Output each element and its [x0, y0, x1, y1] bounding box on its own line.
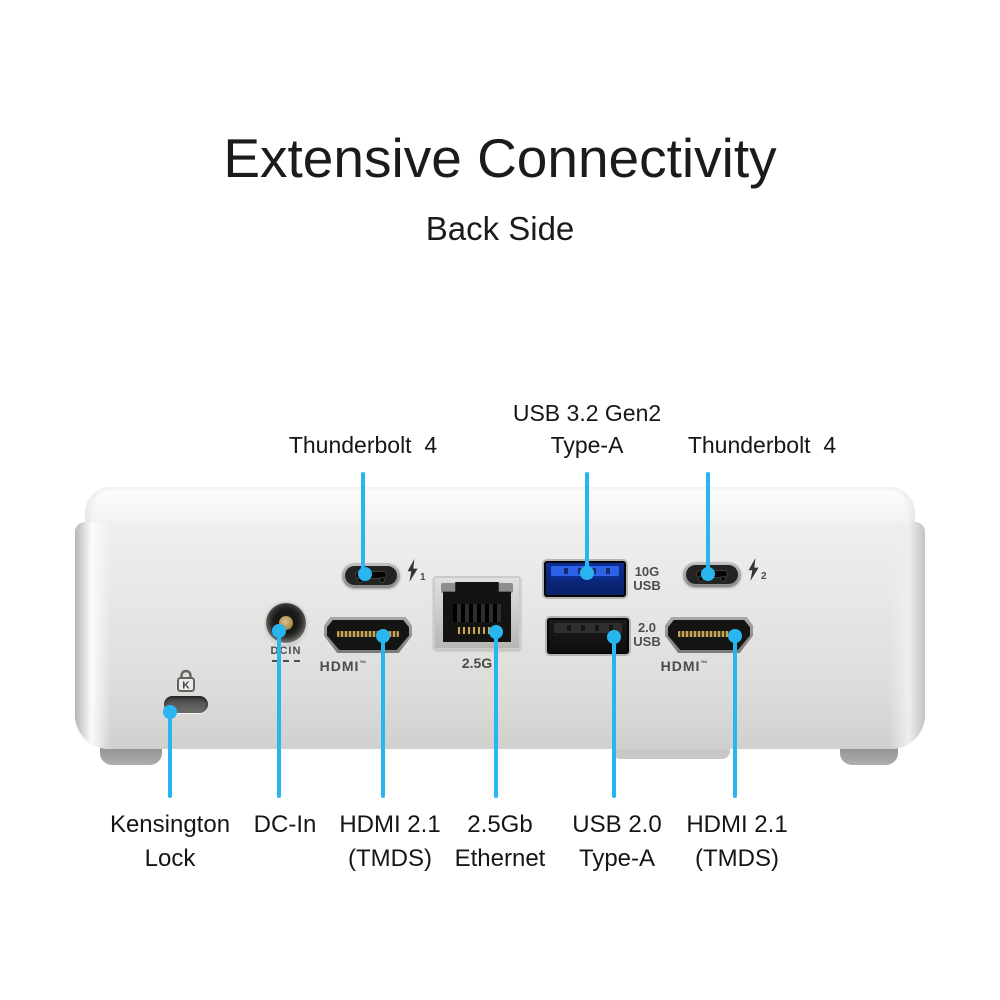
- leader-line-usb20: [612, 636, 616, 798]
- thunderbolt-index-1: 1: [420, 572, 426, 583]
- callout-usb-20: USB 2.0 Type-A: [572, 811, 662, 872]
- thunderbolt-port-2-screw-left: [699, 577, 703, 581]
- leader-line-dc-in: [277, 630, 281, 798]
- hdmi-port-left-opening: [327, 620, 409, 650]
- lightning-bolt-icon: [407, 559, 418, 582]
- ethernet-led-right: [498, 583, 513, 593]
- callout-ethernet: 2.5Gb Ethernet: [454, 811, 546, 872]
- ethernet-jack-opening: [443, 582, 511, 642]
- mini-pc-rear-panel: K DCIN HDMI™ 2.5G: [75, 522, 925, 749]
- kensington-lock-icon: K: [177, 669, 195, 692]
- usb-10g-label-line1: 10G: [634, 564, 660, 579]
- thunderbolt-port-2-screw-right: [721, 577, 725, 581]
- thunderbolt-icon-1: 1: [406, 559, 426, 583]
- hdmi-tm-right: ™: [700, 660, 708, 668]
- callout-hdmi-right: HDMI 2.1 (TMDS): [686, 811, 788, 872]
- device-foot-right: [840, 744, 898, 765]
- leader-dot-thunderbolt-right: [701, 567, 715, 581]
- page-title: Extensive Connectivity: [223, 127, 777, 189]
- leader-dot-kensington: [163, 705, 177, 719]
- ethernet-led-left: [441, 583, 456, 593]
- leader-line-hdmi-left: [381, 634, 385, 798]
- dc-in-jack: [266, 603, 306, 643]
- callout-dc-in: DC-In: [253, 811, 317, 838]
- leader-dot-dc-in: [272, 624, 286, 638]
- hdmi-logo-right-text: HDMI: [660, 658, 701, 674]
- thunderbolt-port-1-screw-left: [358, 578, 362, 582]
- ethernet-speed-label: 2.5G: [461, 655, 493, 671]
- dc-in-dashes: [272, 660, 300, 662]
- callout-usb32-gen2: USB 3.2 Gen2 Type-A: [512, 400, 662, 458]
- leader-line-kensington: [168, 712, 172, 798]
- ethernet-gold-pins: [457, 626, 497, 634]
- usb-20-port-label: 2.0 USB: [621, 621, 673, 649]
- leader-dot-usb20: [607, 630, 621, 644]
- dc-in-port-label-text: DCIN: [270, 645, 302, 657]
- leader-dot-usb32: [580, 566, 594, 580]
- leader-dot-hdmi-left: [376, 629, 390, 643]
- leader-line-usb32: [585, 472, 589, 572]
- thunderbolt-index-2: 2: [761, 571, 767, 582]
- hdmi-logo-left: HDMI™: [308, 658, 378, 674]
- usb-a-20-contacts: [557, 625, 619, 631]
- hdmi-logo-right: HDMI™: [649, 658, 719, 674]
- thunderbolt-icon-2: 2: [747, 558, 767, 582]
- hdmi-port-right-pins: [677, 631, 741, 638]
- leader-line-thunderbolt-right: [706, 472, 710, 573]
- device-foot-left: [100, 744, 162, 765]
- leader-dot-ethernet: [489, 625, 503, 639]
- usb-20-label-line1: 2.0: [637, 620, 657, 635]
- usb-10g-label-line2: USB: [633, 578, 661, 593]
- leader-dot-thunderbolt-left: [358, 567, 372, 581]
- callout-thunderbolt-left: Thunderbolt 4: [288, 432, 438, 458]
- callout-thunderbolt-right: Thunderbolt 4: [687, 432, 837, 458]
- hdmi-port-left-pins: [336, 631, 400, 638]
- hdmi-tm-left: ™: [359, 660, 367, 668]
- usb-20-label-line2: USB: [633, 634, 661, 649]
- callout-kensington-lock: Kensington Lock: [109, 811, 231, 872]
- hdmi-port-left: [324, 617, 412, 653]
- lightning-bolt-icon: [748, 558, 759, 581]
- ethernet-port: [433, 576, 521, 650]
- page-subtitle: Back Side: [425, 210, 575, 247]
- leader-line-thunderbolt-left: [361, 472, 365, 572]
- callout-hdmi-left: HDMI 2.1 (TMDS): [339, 811, 441, 872]
- thunderbolt-port-1-screw-right: [380, 578, 384, 582]
- leader-dot-hdmi-right: [728, 629, 742, 643]
- ethernet-pin-slots: [452, 603, 502, 622]
- leader-line-ethernet: [494, 630, 498, 798]
- leader-line-hdmi-right: [733, 634, 737, 798]
- hdmi-logo-left-text: HDMI: [319, 658, 360, 674]
- usb-10g-port-label: 10G USB: [621, 565, 673, 593]
- kensington-k-glyph: K: [182, 681, 190, 692]
